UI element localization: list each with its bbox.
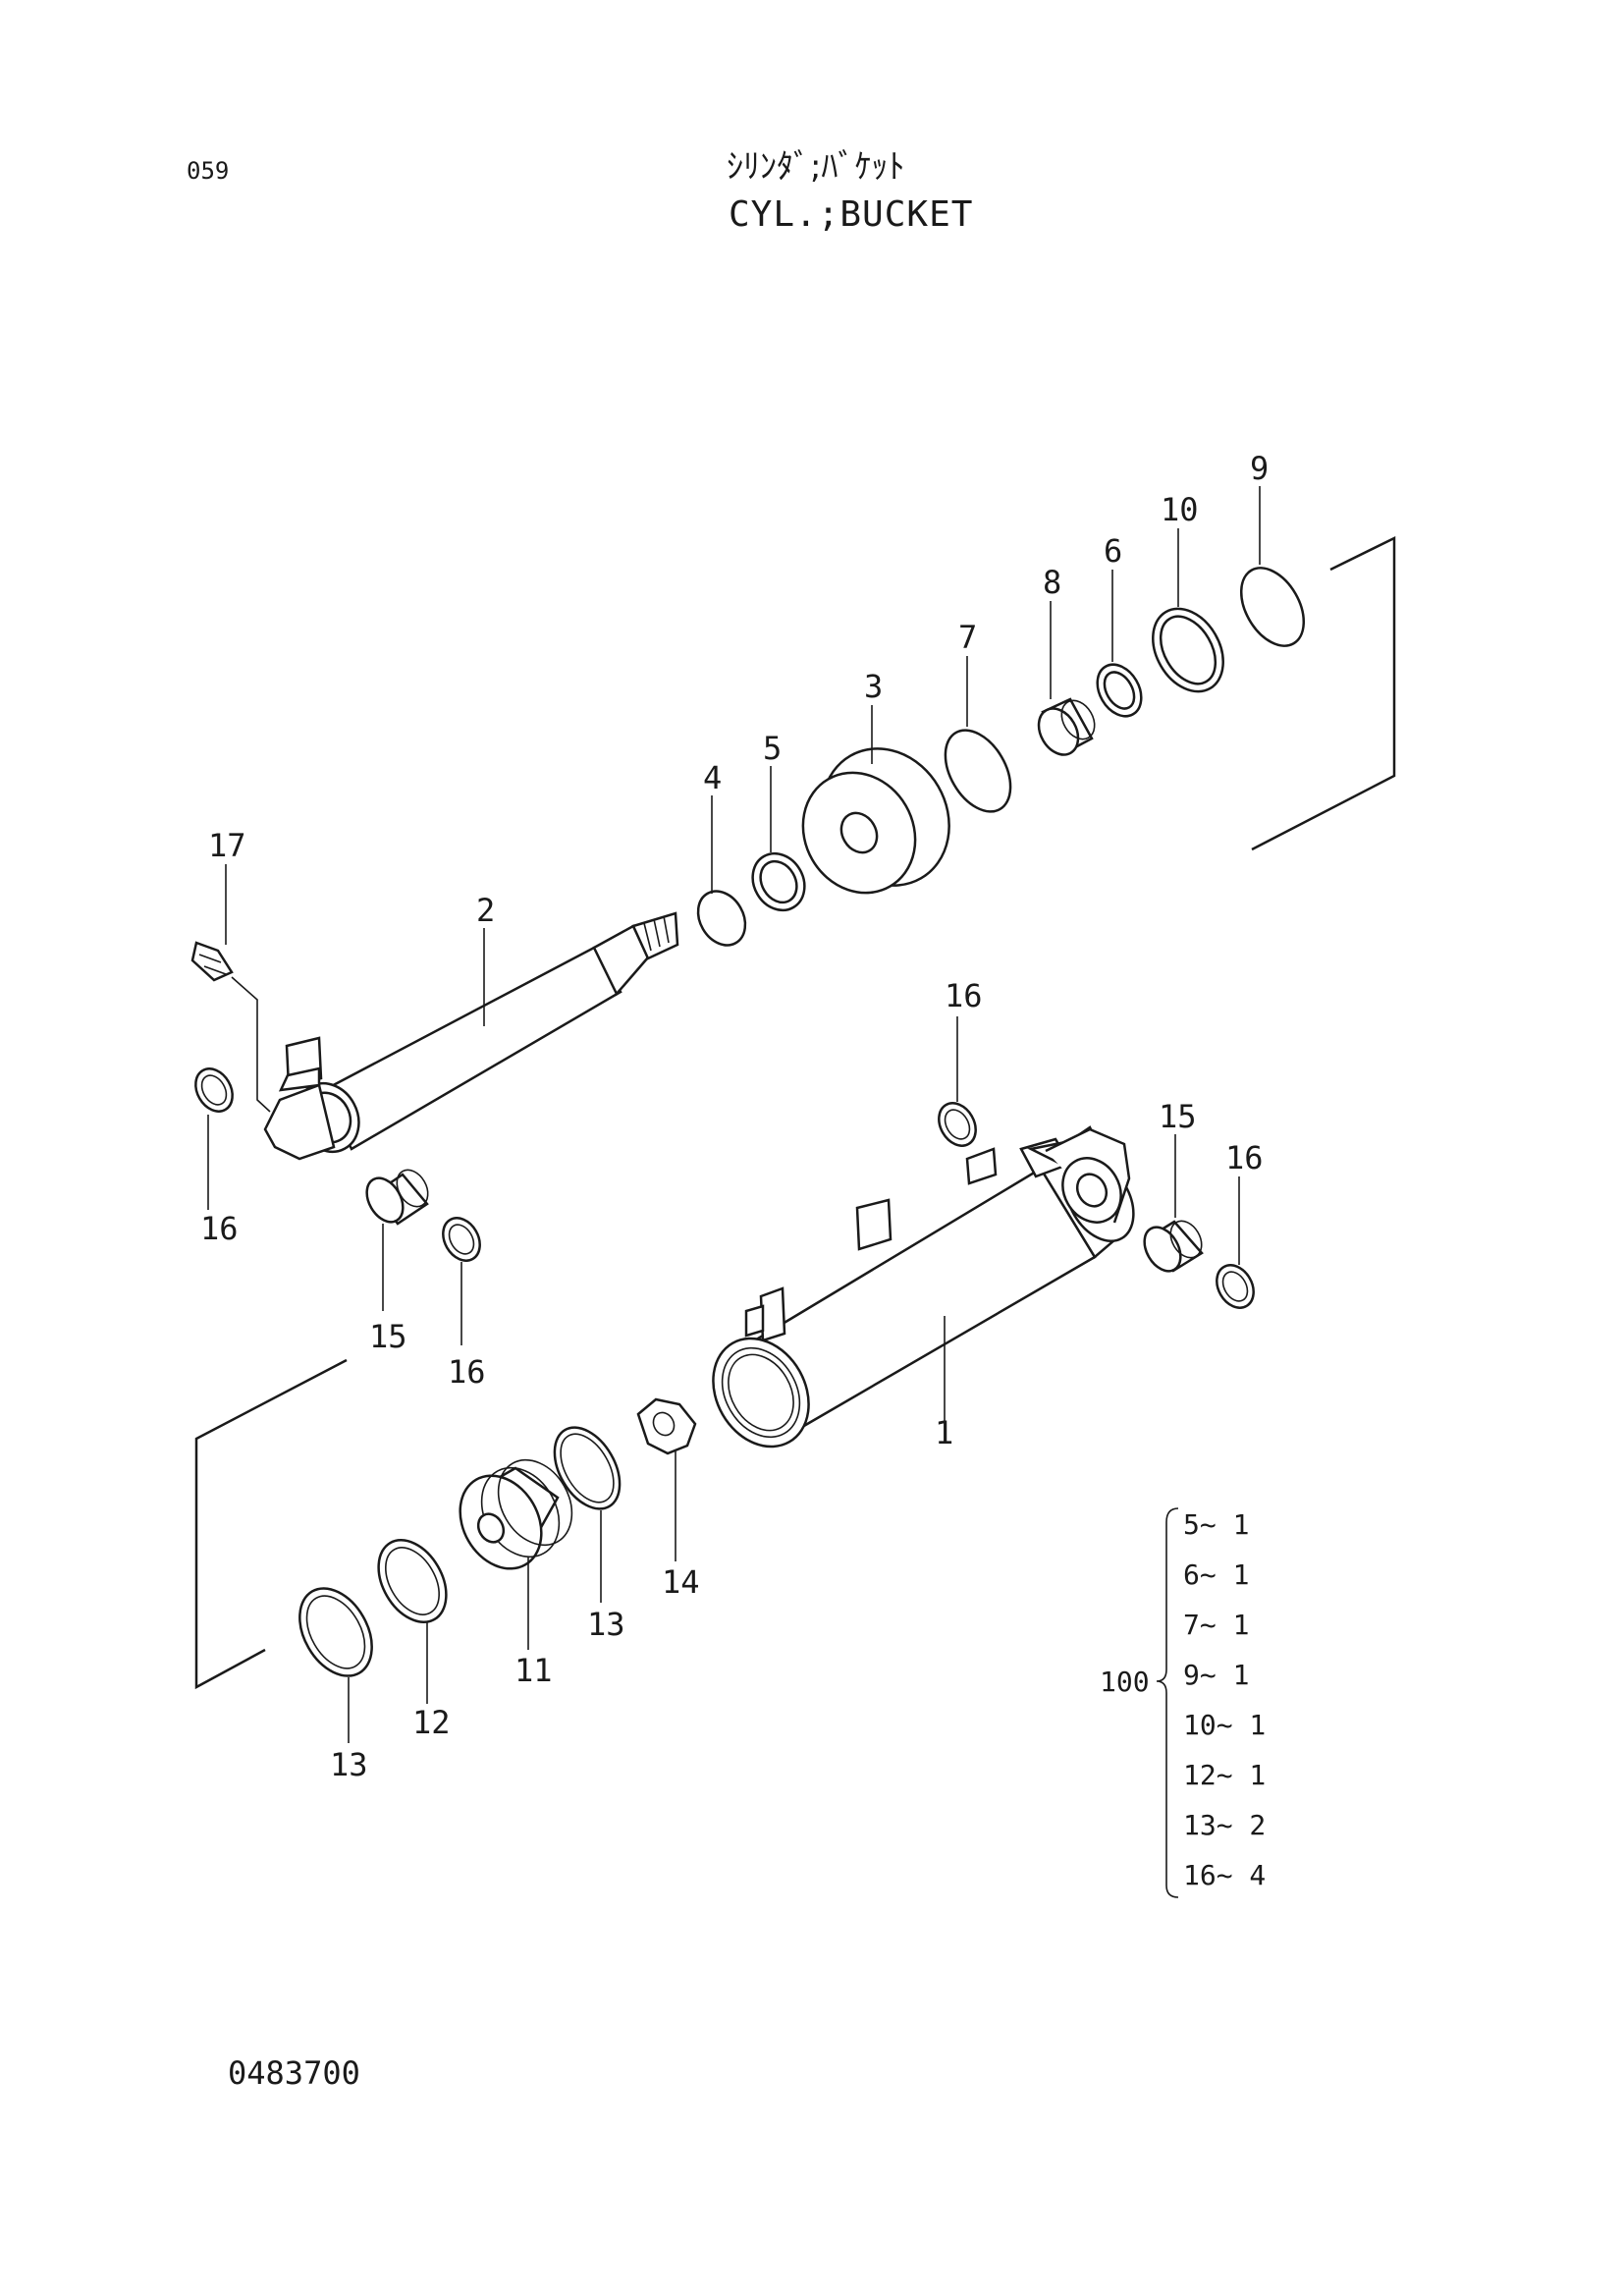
seal-kit-list: 100 5~ 1 6~ 1 7~ 1 9~ 1 10~ 1 12~ 1 13~ 2 16~ 4	[1100, 1507, 1266, 1898]
page-number: 059	[187, 157, 230, 185]
part-6-seal	[1096, 663, 1143, 718]
part-12-wear-ring	[377, 1538, 448, 1624]
kit-rows: 5~ 1 6~ 1 7~ 1 9~ 1 10~ 1 12~ 1 13~ 2 16~ 4	[1183, 1508, 1266, 1891]
kit-row-16: 16~ 4	[1183, 1859, 1266, 1891]
callout-17: 17	[208, 827, 246, 864]
callout-15-right: 15	[1159, 1098, 1197, 1135]
callout-16-left: 16	[200, 1210, 239, 1247]
part-4-snap-ring	[696, 890, 747, 947]
part-16-dust-seal-upper	[938, 1102, 977, 1147]
callout-8: 8	[1043, 564, 1061, 601]
part-3-rod-cover	[801, 747, 950, 895]
part-10-wiper-ring	[1152, 607, 1224, 693]
part-2-piston-rod	[263, 911, 679, 1161]
kit-row-12: 12~ 1	[1183, 1759, 1266, 1791]
title-english: CYL.;BUCKET	[729, 194, 974, 235]
kit-row-13: 13~ 2	[1183, 1809, 1266, 1841]
leader-lines	[207, 486, 1261, 1743]
part-11-piston	[459, 1458, 573, 1570]
part-7-o-ring	[944, 729, 1012, 813]
callout-2: 2	[476, 892, 495, 929]
part-8-bushing	[1037, 697, 1096, 756]
part-5-seal	[751, 851, 806, 912]
kit-row-9: 9~ 1	[1183, 1659, 1249, 1691]
callout-3: 3	[864, 668, 883, 705]
title-japanese: ｼﾘﾝﾀﾞ;ﾊﾞｹｯﾄ	[727, 147, 905, 187]
callout-15-left: 15	[369, 1318, 407, 1355]
callout-16-center: 16	[448, 1353, 486, 1391]
callout-5: 5	[763, 730, 782, 767]
callout-10: 10	[1161, 491, 1199, 528]
kit-row-7: 7~ 1	[1183, 1609, 1249, 1641]
kit-label: 100	[1100, 1666, 1150, 1698]
callout-7: 7	[958, 619, 977, 656]
callout-6: 6	[1104, 532, 1122, 570]
callout-13-right: 13	[587, 1606, 625, 1643]
part-15-bushing-left	[365, 1169, 429, 1226]
part-16-dust-seal-center	[442, 1217, 481, 1262]
callout-11: 11	[514, 1652, 553, 1689]
bracket-lower	[194, 1358, 348, 1690]
callout-16-upper: 16	[945, 977, 983, 1014]
callout-1: 1	[935, 1414, 953, 1451]
callout-16-right: 16	[1225, 1139, 1264, 1176]
part-9-o-ring	[1239, 567, 1306, 647]
part-16-dust-seal-left	[194, 1067, 234, 1113]
callout-9: 9	[1250, 450, 1269, 487]
part-13-seal-right	[553, 1426, 622, 1510]
part-13-seal-left	[298, 1587, 373, 1677]
drawing-number: 0483700	[228, 2054, 360, 2092]
part-1-cylinder-tube	[712, 1125, 1135, 1449]
part-15-bushing-right	[1143, 1220, 1204, 1273]
kit-row-5: 5~ 1	[1183, 1508, 1249, 1541]
callout-4: 4	[703, 759, 722, 796]
kit-brace	[1156, 1507, 1179, 1898]
kit-row-10: 10~ 1	[1183, 1709, 1266, 1741]
bracket-upper	[1251, 535, 1396, 851]
part-16-dust-seal-right	[1216, 1264, 1255, 1309]
callout-13-left: 13	[330, 1746, 368, 1783]
callout-14: 14	[662, 1563, 700, 1601]
callout-12: 12	[412, 1704, 451, 1741]
part-17-grease-fitting	[190, 941, 271, 1113]
kit-row-6: 6~ 1	[1183, 1558, 1249, 1591]
part-14-nut	[636, 1397, 697, 1455]
